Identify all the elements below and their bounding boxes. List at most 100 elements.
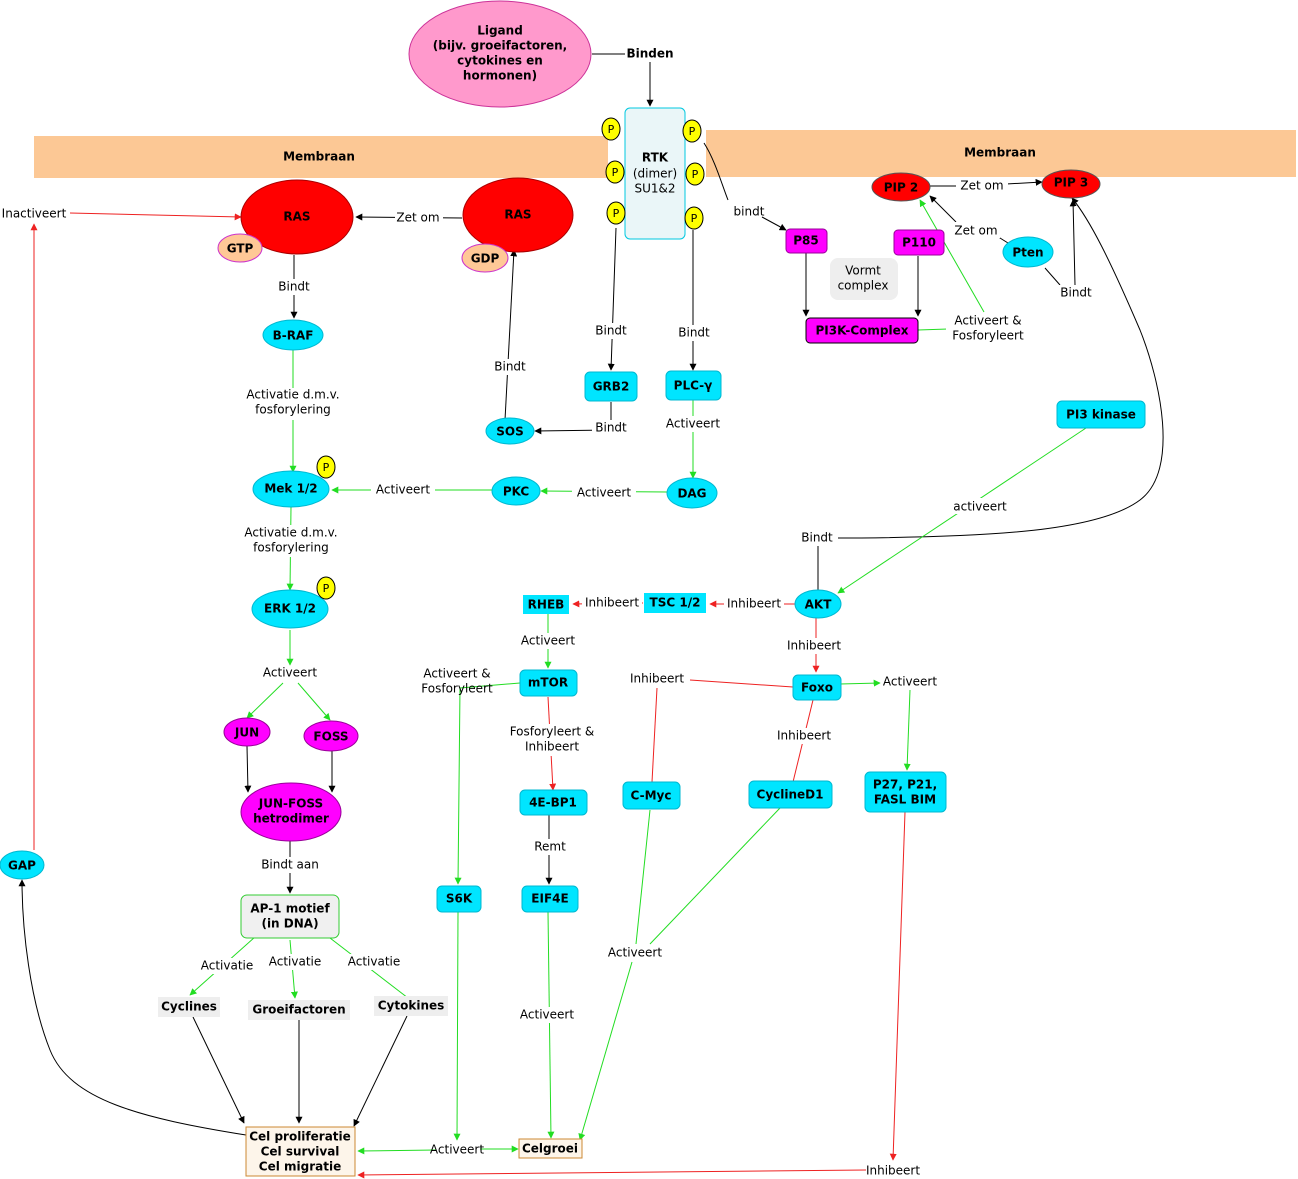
- celgroei-label: Celgroei: [522, 1142, 578, 1156]
- node-cytokines[interactable]: Cytokines: [374, 996, 448, 1016]
- cel-line-2: Cel survival: [261, 1145, 340, 1159]
- label-inactiveert: Inactiveert: [2, 207, 67, 221]
- node-rtk[interactable]: RTK (dimer) SU1&2: [624, 107, 686, 240]
- node-cyclines[interactable]: Cyclines: [158, 997, 220, 1017]
- label-activatie-mek-erk-2: fosforylering: [253, 541, 329, 555]
- node-ras-active[interactable]: RAS: [240, 179, 354, 255]
- node-p85[interactable]: P85: [785, 228, 828, 254]
- node-junfoss[interactable]: JUN-FOSS hetrodimer: [240, 782, 342, 842]
- node-pip3[interactable]: PIP 3: [1041, 169, 1101, 199]
- edge-cyclind1-activeert: [649, 807, 781, 945]
- edge-mtor-s6k: [454, 682, 521, 885]
- cmyc-label: C-Myc: [631, 789, 672, 803]
- node-grb2[interactable]: GRB2: [584, 371, 638, 402]
- label-activeert-pi3: activeert: [953, 500, 1007, 514]
- edge-activeert-pip2: [919, 199, 985, 313]
- mek-label: Mek 1/2: [264, 482, 317, 496]
- membrane-left-label: Membraan: [283, 150, 355, 164]
- edge-activeert-jun: [246, 682, 284, 719]
- node-rheb[interactable]: RHEB: [523, 595, 569, 614]
- label-inhibeert-akt-foxo: Inhibeert: [787, 639, 841, 653]
- ras-active-label: RAS: [283, 210, 310, 224]
- node-pkc[interactable]: PKC: [491, 476, 541, 506]
- phospho-badge: P: [605, 160, 625, 184]
- node-s6k[interactable]: S6K: [436, 885, 482, 913]
- nodes: Ligand (bijv. groeifactoren, cytokines e…: [0, 0, 1146, 1177]
- braf-label: B-RAF: [273, 329, 314, 343]
- node-tsc[interactable]: TSC 1/2: [644, 593, 706, 613]
- p110-label: P110: [902, 236, 936, 250]
- node-braf[interactable]: B-RAF: [262, 319, 324, 351]
- pkc-label: PKC: [503, 485, 530, 499]
- phospho-badge: P: [682, 119, 702, 143]
- node-erk[interactable]: ERK 1/2: [251, 589, 329, 629]
- gdp-label: GDP: [471, 252, 500, 266]
- node-cel[interactable]: Cel proliferatie Cel survival Cel migrat…: [245, 1126, 356, 1177]
- label-bindt-aan: Bindt aan: [261, 858, 319, 872]
- ligand-line-3: cytokines en: [457, 54, 543, 68]
- node-mek[interactable]: Mek 1/2: [252, 470, 330, 508]
- node-akt[interactable]: AKT: [794, 589, 842, 619]
- pip2-label: PIP 2: [884, 181, 919, 195]
- node-gap[interactable]: GAP: [0, 850, 45, 880]
- s6k-label: S6K: [446, 892, 473, 906]
- label-activeert-fosforyleert-2: Fosforyleert: [952, 329, 1024, 343]
- node-pip2[interactable]: PIP 2: [871, 172, 931, 202]
- label-activeert-fosforyleert-1: Activeert &: [954, 314, 1021, 328]
- node-cyclind1[interactable]: CyclineD1: [748, 780, 833, 809]
- node-eif4e[interactable]: EIF4E: [521, 885, 579, 913]
- node-foxo[interactable]: Foxo: [792, 674, 842, 701]
- node-dag[interactable]: DAG: [666, 477, 718, 509]
- foxo-label: Foxo: [801, 681, 833, 695]
- edge-rtk-p85: [703, 142, 729, 201]
- node-ap1[interactable]: AP-1 motief (in DNA): [240, 894, 340, 939]
- label-bindt-rtk-p85: bindt: [734, 205, 765, 219]
- label-activeert-erk: Activeert: [263, 666, 317, 680]
- svg-text:P: P: [689, 125, 696, 138]
- svg-text:P: P: [692, 168, 699, 181]
- pten-label: Pten: [1012, 246, 1043, 260]
- node-plcy[interactable]: PLC-γ: [665, 370, 722, 401]
- node-pi3-kinase[interactable]: PI3 kinase: [1056, 400, 1146, 429]
- node-mtor[interactable]: mTOR: [519, 669, 578, 697]
- node-gtp[interactable]: GTP: [217, 233, 263, 263]
- edge-activeert-cel: [357, 1147, 437, 1155]
- edge-inhibeert-cmyc: [651, 687, 658, 783]
- node-foss[interactable]: FOSS: [303, 720, 359, 752]
- edge-inhibeert-cel: [357, 1169, 867, 1179]
- groeifactoren-label: Groeifactoren: [252, 1003, 345, 1017]
- node-pi3k-complex[interactable]: PI3K-Complex: [805, 317, 919, 344]
- node-ligand[interactable]: Ligand (bijv. groeifactoren, cytokines e…: [408, 0, 592, 108]
- rheb-label: RHEB: [528, 598, 565, 612]
- node-4ebp1[interactable]: 4E-BP1: [519, 789, 588, 816]
- label-inhibeert-tsc-rheb: Inhibeert: [585, 596, 639, 610]
- svg-text:P: P: [612, 166, 619, 179]
- label-inhibeert-bottom: Inhibeert: [866, 1164, 920, 1178]
- node-ras-inactive[interactable]: RAS: [462, 177, 574, 253]
- label-activatie-mek-erk-1: Activatie d.m.v.: [244, 526, 337, 540]
- edge-eif4e-celgroei: [547, 911, 555, 1139]
- node-p110[interactable]: P110: [893, 229, 945, 256]
- node-gdp[interactable]: GDP: [461, 243, 509, 273]
- ap1-line-2: (in DNA): [261, 917, 318, 931]
- label-inhibeert-foxo-cmyc: Inhibeert: [630, 672, 684, 686]
- label-zet-om-pip: Zet om: [960, 179, 1003, 193]
- node-pten[interactable]: Pten: [1002, 236, 1054, 268]
- edge-zetom-pip3: [1005, 178, 1043, 186]
- tsc-label: TSC 1/2: [650, 596, 701, 610]
- p27-line-2: FASL BIM: [874, 793, 936, 807]
- svg-text:P: P: [323, 582, 330, 595]
- ligand-line-2: (bijv. groeifactoren,: [433, 39, 567, 53]
- label-bindt-grb2-sos: Bindt: [595, 421, 627, 435]
- node-celgroei[interactable]: Celgroei: [518, 1138, 583, 1159]
- node-cmyc[interactable]: C-Myc: [622, 781, 681, 810]
- erk-label: ERK 1/2: [264, 602, 316, 616]
- edge-jun-junfoss: [244, 745, 252, 793]
- node-sos[interactable]: SOS: [485, 417, 535, 445]
- node-p27[interactable]: P27, P21, FASL BIM: [864, 771, 947, 813]
- label-activatie-3: Activatie: [348, 955, 401, 969]
- node-jun[interactable]: JUN: [223, 717, 271, 747]
- rtk-line-3: SU1&2: [634, 182, 675, 196]
- node-groeifactoren[interactable]: Groeifactoren: [248, 1000, 350, 1020]
